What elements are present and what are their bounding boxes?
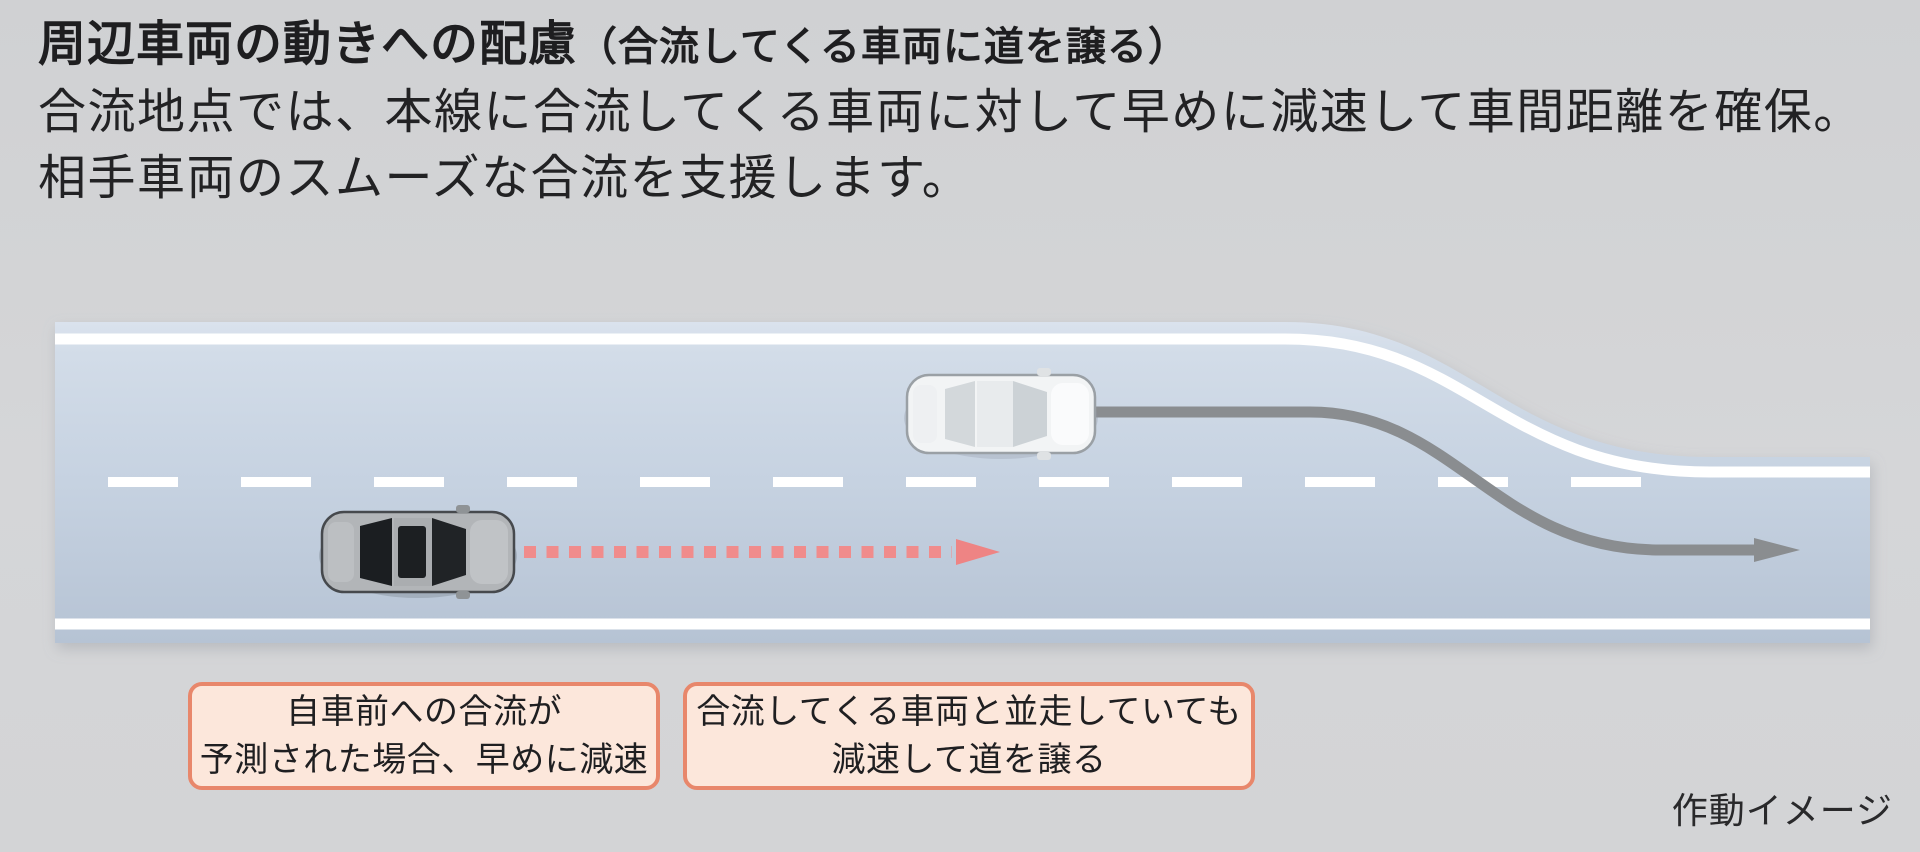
page-title-main: 周辺車両の動きへの配慮 — [38, 18, 578, 71]
body-text-line-2: 相手車両のスムーズな合流を支援します。 — [38, 152, 972, 205]
callout-1-line-2: 予測された場合、早めに減速 — [199, 741, 649, 779]
image-caption: 作動イメージ — [1671, 790, 1893, 831]
copy-block: 周辺車両の動きへの配慮（合流してくる車両に道を譲る） 合流地点では、本線に合流し… — [38, 12, 1863, 212]
callout-2-line-2: 減速して道を譲る — [831, 741, 1107, 779]
road-edge-line-top — [55, 333, 1870, 478]
ego-path-arrow — [524, 539, 1000, 565]
callout-yield-way: 合流してくる車両と並走していても 減速して道を譲る — [683, 682, 1255, 790]
page-title: 周辺車両の動きへの配慮（合流してくる車両に道を譲る） — [38, 12, 1863, 80]
ego-vehicle-icon — [319, 505, 517, 599]
body-text-line-1: 合流地点では、本線に合流してくる車両に対して早めに減速して車間距離を確保。 — [38, 86, 1863, 139]
merge-path-arrow — [1095, 406, 1800, 562]
merging-vehicle-icon — [904, 368, 1098, 460]
callout-2-line-1: 合流してくる車両と並走していても — [696, 693, 1242, 731]
callout-decelerate-early: 自車前への合流が 予測された場合、早めに減速 — [188, 682, 660, 790]
callout-1-line-1: 自車前への合流が — [286, 693, 562, 731]
page-title-paren: （合流してくる車両に道を譲る） — [577, 25, 1189, 69]
